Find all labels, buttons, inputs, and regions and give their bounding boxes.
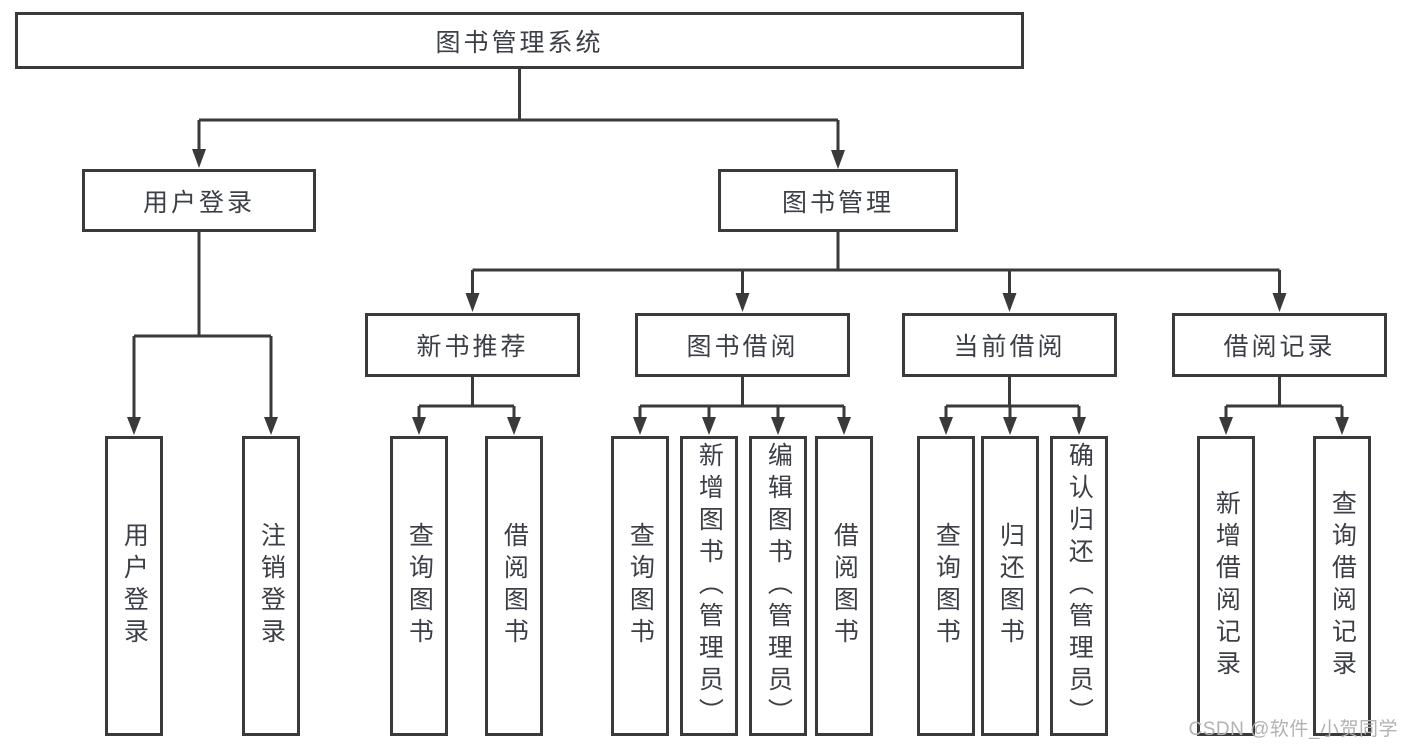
node-label: 借阅图书 bbox=[500, 522, 529, 650]
node-query-books-borrowing: 查询图书 bbox=[611, 436, 669, 736]
node-label: 查询图书 bbox=[626, 522, 655, 650]
node-user-login-branch: 用户登录 bbox=[82, 169, 316, 232]
node-borrow-books-borrowing: 借阅图书 bbox=[815, 436, 873, 736]
node-label: 编辑图书（管理员） bbox=[764, 442, 793, 730]
connector-borrowing-to-leaves bbox=[633, 377, 851, 435]
node-book-borrowing: 图书借阅 bbox=[635, 313, 850, 377]
node-label: 新增借阅记录 bbox=[1212, 490, 1241, 682]
node-add-book-admin: 新增图书（管理员） bbox=[680, 436, 738, 736]
connector-records-to-leaves bbox=[1219, 377, 1349, 435]
node-user-login: 用户登录 bbox=[105, 436, 163, 736]
node-edit-book-admin: 编辑图书（管理员） bbox=[749, 436, 807, 736]
connector-userlogin-to-leaves bbox=[127, 232, 278, 435]
node-label: 图书管理系统 bbox=[435, 28, 604, 57]
node-borrow-books-recommend: 借阅图书 bbox=[485, 436, 543, 736]
node-add-borrow-record: 新增借阅记录 bbox=[1197, 436, 1255, 736]
connector-recommend-to-leaves bbox=[412, 377, 521, 435]
node-label: 归还图书 bbox=[996, 522, 1025, 650]
node-logout: 注销登录 bbox=[242, 436, 300, 736]
node-label: 用户登录 bbox=[142, 188, 255, 217]
node-label: 查询图书 bbox=[932, 522, 961, 650]
node-label: 借阅记录 bbox=[1223, 333, 1336, 361]
node-new-book-recommendation: 新书推荐 bbox=[365, 313, 580, 377]
node-book-management: 图书管理 bbox=[718, 169, 958, 232]
node-confirm-return-admin: 确认归还（管理员） bbox=[1050, 436, 1108, 736]
node-label: 图书借阅 bbox=[686, 333, 799, 361]
node-label: 新书推荐 bbox=[416, 333, 529, 361]
node-return-books: 归还图书 bbox=[981, 436, 1039, 736]
node-label: 注销登录 bbox=[257, 522, 286, 650]
node-label: 查询借阅记录 bbox=[1328, 490, 1357, 682]
node-label: 当前借阅 bbox=[953, 333, 1066, 361]
csdn-watermark: CSDN @软件_小贺同学 bbox=[1188, 719, 1398, 740]
node-query-borrow-record: 查询借阅记录 bbox=[1313, 436, 1371, 736]
connector-bookmgmt-to-level3 bbox=[465, 232, 1287, 312]
connector-root-to-level2 bbox=[192, 69, 845, 169]
node-label: 确认归还（管理员） bbox=[1065, 442, 1094, 730]
node-current-borrowing: 当前借阅 bbox=[902, 313, 1117, 377]
node-library-management-system: 图书管理系统 bbox=[15, 12, 1024, 69]
node-label: 用户登录 bbox=[120, 522, 149, 650]
node-borrowing-records: 借阅记录 bbox=[1172, 313, 1387, 377]
node-label: 图书管理 bbox=[781, 188, 894, 217]
node-query-books-current: 查询图书 bbox=[917, 436, 975, 736]
node-label: 借阅图书 bbox=[830, 522, 859, 650]
node-label: 新增图书（管理员） bbox=[695, 442, 724, 730]
node-label: 查询图书 bbox=[405, 522, 434, 650]
node-query-books-recommend: 查询图书 bbox=[390, 436, 448, 736]
connector-current-to-leaves bbox=[939, 377, 1086, 435]
